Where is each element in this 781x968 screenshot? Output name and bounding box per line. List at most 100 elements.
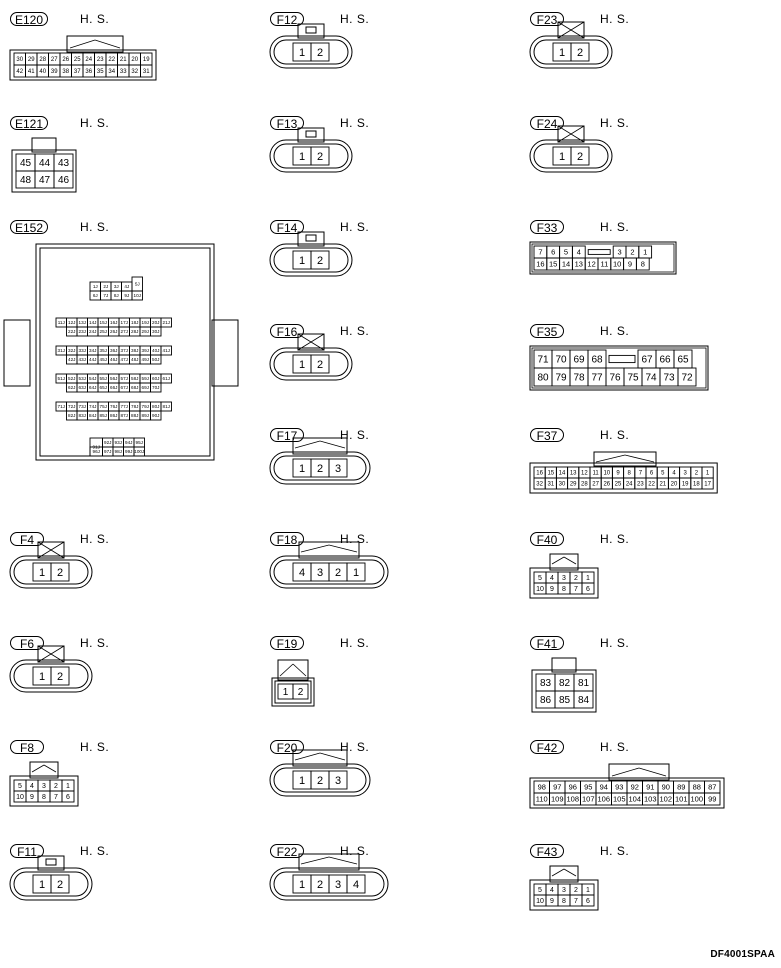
pin-number: 27J xyxy=(121,329,128,334)
housing-outline xyxy=(551,657,577,673)
pin-number: 15 xyxy=(547,471,554,477)
housing-outline xyxy=(13,663,89,689)
pin-number: 75J xyxy=(100,404,107,409)
pin-number: 2 xyxy=(54,783,58,790)
outline-line xyxy=(300,544,330,553)
outline-line xyxy=(624,454,655,463)
pin-number: 17J xyxy=(121,320,128,325)
pin-number: 97 xyxy=(553,783,561,792)
pin-cell xyxy=(310,146,330,166)
housing-outline xyxy=(529,777,725,809)
pin-cell xyxy=(292,683,309,700)
pin-number: 2 xyxy=(574,887,578,894)
pin-number: 88J xyxy=(131,413,138,418)
pin-number: 106 xyxy=(597,795,610,804)
pin-number: 1 xyxy=(283,687,289,698)
housing-outline xyxy=(531,347,707,389)
pin-number: 19 xyxy=(682,482,689,488)
pin-cell xyxy=(328,458,348,478)
outline-line xyxy=(37,541,65,559)
pin-number: 4 xyxy=(550,887,554,894)
harness-side-label: H. S. xyxy=(340,324,370,338)
pin-number: 29 xyxy=(570,482,577,488)
pin-number: 10 xyxy=(603,471,610,477)
pin-cell xyxy=(50,666,70,686)
pin-cell xyxy=(133,446,145,457)
pin-number: 31J xyxy=(58,348,65,353)
pin-number: 93J xyxy=(115,440,122,445)
pin-number: 2 xyxy=(574,575,578,582)
pin-number: 46 xyxy=(58,175,70,186)
pin-number: 62J xyxy=(68,385,75,390)
pin-number: 4 xyxy=(672,471,676,477)
connector-id-f42: F42 xyxy=(530,740,564,755)
pin-number: 1 xyxy=(299,255,305,267)
pin-number: 9 xyxy=(616,471,620,477)
pin-number: 23 xyxy=(637,482,644,488)
pin-number: 49J xyxy=(142,357,149,362)
pin-number: 33J xyxy=(79,348,86,353)
pin-cell xyxy=(150,410,162,421)
harness-side-label: H. S. xyxy=(80,12,110,26)
pin-number: 2 xyxy=(317,463,323,475)
pin-number: 66 xyxy=(659,355,671,366)
pin-number: 80 xyxy=(537,373,549,384)
pin-number: 65J xyxy=(100,385,107,390)
pin-number: 40 xyxy=(39,69,46,75)
pin-number: 2 xyxy=(317,879,323,891)
pin-number: 45 xyxy=(20,158,32,169)
housing-outline xyxy=(557,21,585,39)
pin-number: 50J xyxy=(152,357,159,362)
outline-line xyxy=(294,752,321,761)
pin-number: 34 xyxy=(108,69,115,75)
harness-side-label: H. S. xyxy=(600,220,630,234)
pin-number: 21 xyxy=(120,57,127,63)
housing-outline xyxy=(66,35,124,53)
pin-number: 27 xyxy=(51,57,58,63)
pin-number: 1 xyxy=(299,359,305,371)
housing-outline xyxy=(29,761,59,779)
pin-cell xyxy=(61,790,75,803)
outline-line xyxy=(43,764,57,773)
pin-number: 25 xyxy=(74,57,81,63)
pin-number: 100 xyxy=(690,795,703,804)
pin-number: 57J xyxy=(121,376,128,381)
housing-outline xyxy=(9,775,79,807)
outline-line xyxy=(37,645,65,663)
housing-outline xyxy=(305,26,317,34)
harness-side-label: H. S. xyxy=(80,220,110,234)
pin-number: 14 xyxy=(562,260,570,269)
housing-outline xyxy=(529,345,709,391)
pin-cell xyxy=(50,874,70,894)
housing-outline xyxy=(273,767,367,793)
pin-number: 96 xyxy=(569,783,577,792)
pin-number: 9 xyxy=(550,898,554,905)
pin-number: 69J xyxy=(142,385,149,390)
pin-number: 11J xyxy=(58,320,65,325)
harness-side-label: H. S. xyxy=(600,324,630,338)
pin-cell xyxy=(160,373,172,384)
pin-number: 37 xyxy=(74,69,81,75)
connector-id-f18: F18 xyxy=(270,532,304,547)
pin-number: 10J xyxy=(134,293,141,298)
harness-side-label: H. S. xyxy=(80,532,110,546)
connector-id-f19: F19 xyxy=(270,636,304,651)
pin-number: 6 xyxy=(586,898,590,905)
pin-number: 63J xyxy=(79,385,86,390)
pin-number: 18J xyxy=(131,320,138,325)
outline-line xyxy=(551,556,565,565)
pin-number: 5 xyxy=(18,783,22,790)
pin-number: 8 xyxy=(641,260,645,269)
pin-number: 31 xyxy=(143,69,150,75)
pin-number: 107 xyxy=(582,795,595,804)
pin-number: 41J xyxy=(163,348,170,353)
pin-number: 5 xyxy=(661,471,665,477)
outline-line xyxy=(328,544,358,553)
housing-outline xyxy=(37,645,65,663)
pin-number: 42J xyxy=(68,357,75,362)
pin-number: 95J xyxy=(136,440,143,445)
